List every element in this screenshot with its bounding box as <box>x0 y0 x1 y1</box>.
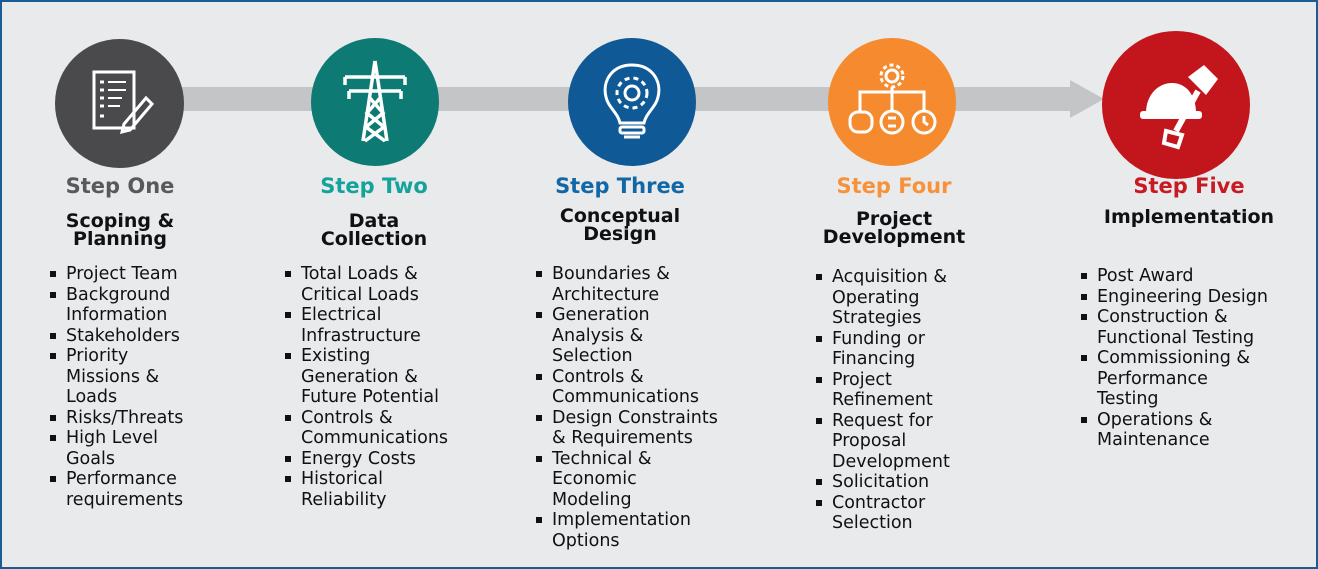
list-item: Acquisition & Operating Strategies <box>814 267 950 329</box>
power-tower-icon <box>343 60 407 143</box>
step-five-title: Implementation <box>1103 206 1275 228</box>
list-item: Stakeholders <box>48 326 183 347</box>
list-item: Project Refinement <box>814 370 950 411</box>
list-item: Generation Analysis & Selection <box>534 305 718 367</box>
step-one-label: Step One <box>65 174 175 198</box>
list-item: Funding or Financing <box>814 329 950 370</box>
step-two-title: Data Collection <box>320 210 428 250</box>
list-item: Design Constraints & Requirements <box>534 408 718 449</box>
list-item: Implementation Options <box>534 510 718 551</box>
hardhat-shovel-icon <box>1140 65 1218 150</box>
step-one-title: Scoping & Planning <box>65 210 175 250</box>
list-item: Request for Proposal Development <box>814 411 950 473</box>
list-item: Priority Missions & Loads <box>48 346 183 408</box>
timeline-arrow-head <box>1070 80 1104 118</box>
step-four-circle <box>828 38 956 166</box>
list-item: Commissioning & Performance Testing <box>1079 348 1268 410</box>
list-item: Solicitation <box>814 472 950 493</box>
list-item: Contractor Selection <box>814 493 950 534</box>
document-pencil-icon <box>92 70 154 134</box>
lightbulb-gear-icon <box>603 63 661 139</box>
list-item: Electrical Infrastructure <box>283 305 448 346</box>
step-four-label: Step Four <box>836 174 952 198</box>
list-item: Project Team <box>48 264 183 285</box>
step-four-title: Project Development <box>822 208 966 248</box>
step-two-label: Step Two <box>320 174 428 198</box>
gear-flow-icon <box>848 63 937 135</box>
step-one-circle <box>55 39 184 168</box>
list-item: Energy Costs <box>283 449 448 470</box>
step-five-label: Step Five <box>1133 174 1245 198</box>
list-item: Engineering Design <box>1079 287 1268 308</box>
list-item: High Level Goals <box>48 428 183 469</box>
list-item: Risks/Threats <box>48 408 183 429</box>
list-item: Boundaries & Architecture <box>534 264 718 305</box>
list-item: Technical & Economic Modeling <box>534 449 718 511</box>
list-item: Total Loads & Critical Loads <box>283 264 448 305</box>
list-item: Post Award <box>1079 266 1268 287</box>
list-item: Controls & Communications <box>534 367 718 408</box>
list-item: Performance requirements <box>48 469 183 510</box>
step-three-title: Conceptual Design <box>559 205 681 245</box>
list-item: Operations & Maintenance <box>1079 410 1268 451</box>
list-item: Existing Generation & Future Potential <box>283 346 448 408</box>
step-three-label: Step Three <box>555 174 685 198</box>
step-five-circle <box>1102 31 1250 179</box>
list-item: Background Information <box>48 285 183 326</box>
list-item: Controls & Communications <box>283 408 448 449</box>
step-two-circle <box>311 38 439 166</box>
list-item: Historical Reliability <box>283 469 448 510</box>
list-item: Construction & Functional Testing <box>1079 307 1268 348</box>
step-three-circle <box>568 38 696 166</box>
